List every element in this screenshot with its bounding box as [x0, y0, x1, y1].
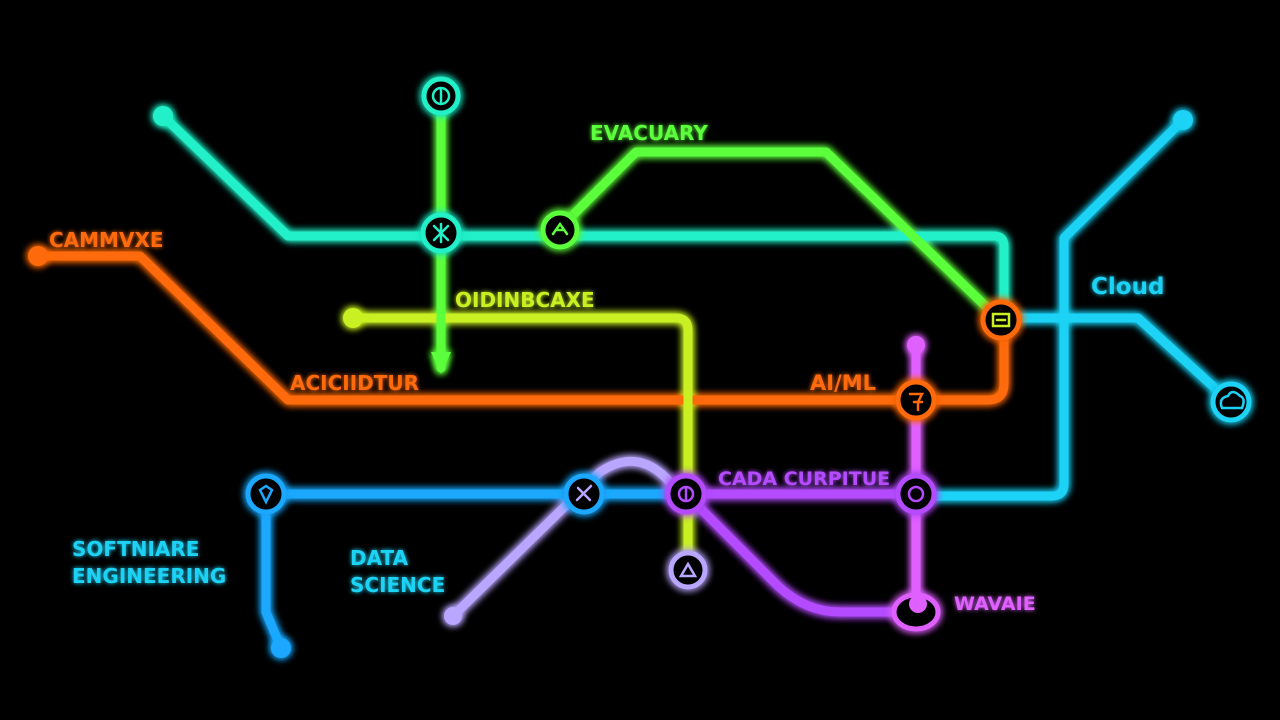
station-lime-end[interactable]	[668, 550, 708, 590]
station-interchange[interactable]	[980, 299, 1022, 341]
station-magenta-hub[interactable]	[895, 473, 937, 515]
station-cada-curpitue[interactable]	[665, 473, 707, 515]
teal-end-dot	[153, 106, 173, 126]
station-evacuary-icon	[551, 221, 569, 236]
station-evacuary[interactable]	[540, 210, 580, 250]
line-orange	[33, 251, 1009, 405]
station-aiml-icon	[908, 392, 925, 412]
station-software[interactable]	[245, 473, 287, 515]
label-software-line2: ENGINEERING	[72, 564, 226, 588]
station-data-science[interactable]	[563, 473, 605, 515]
station-top-icon	[431, 86, 451, 106]
line-endpoints	[28, 106, 1193, 658]
label-software-line1: SOFTNIARE	[72, 537, 199, 561]
station-magenta-hub-icon	[907, 485, 925, 503]
station-data-science-icon	[575, 484, 593, 502]
station-interchange-icon	[991, 312, 1011, 328]
station-lime-end-icon	[678, 561, 698, 578]
line-purple	[681, 489, 921, 617]
cyan-end-dot	[1173, 110, 1193, 130]
label-oidinbcaxe: OIDINBCAXE	[455, 288, 595, 312]
label-data-line2: SCIENCE	[350, 573, 445, 597]
label-cada-curpitue: CADA CURPITUE	[718, 468, 890, 490]
label-evacuary: EVACUARY	[590, 121, 708, 145]
label-aciclidtur: ACICIIDTUR	[290, 371, 419, 395]
label-cammvxe: CAMMVXE	[49, 228, 164, 252]
lime-end-dot	[343, 308, 363, 328]
station-hub-teal[interactable]	[420, 212, 462, 254]
line-blue-branch	[261, 495, 286, 653]
green-arrow-head	[431, 352, 451, 374]
line-teal	[158, 111, 1009, 310]
station-hub-teal-icon	[432, 222, 450, 244]
label-cloud: Cloud	[1091, 274, 1164, 300]
station-wavaie[interactable]	[891, 592, 941, 632]
station-aiml[interactable]	[895, 379, 937, 421]
station-top[interactable]	[421, 76, 461, 116]
label-wavaie: WAVAIE	[954, 593, 1036, 615]
station-software-icon	[258, 484, 274, 505]
magenta-end-dot	[907, 336, 925, 354]
label-aiml: AI/ML	[810, 371, 876, 395]
station-cloud[interactable]	[1210, 381, 1252, 423]
label-data-line1: DATA	[350, 546, 409, 570]
line-lavender	[448, 456, 685, 621]
labels: EVACUARY CAMMVXE OIDINBCAXE Cloud ACICII…	[49, 121, 1164, 615]
lavender-end-dot	[444, 607, 462, 625]
station-wavaie-dot	[909, 595, 927, 613]
blue-end-dot	[271, 638, 291, 658]
line-cyan-branch	[1005, 313, 1233, 405]
orange-end-dot	[28, 246, 48, 266]
line-lime	[348, 313, 693, 565]
stations	[245, 76, 1252, 632]
line-green	[555, 147, 1005, 325]
line-cyan	[925, 115, 1188, 501]
cloud-icon	[1219, 390, 1245, 410]
station-cada-icon	[677, 485, 695, 503]
